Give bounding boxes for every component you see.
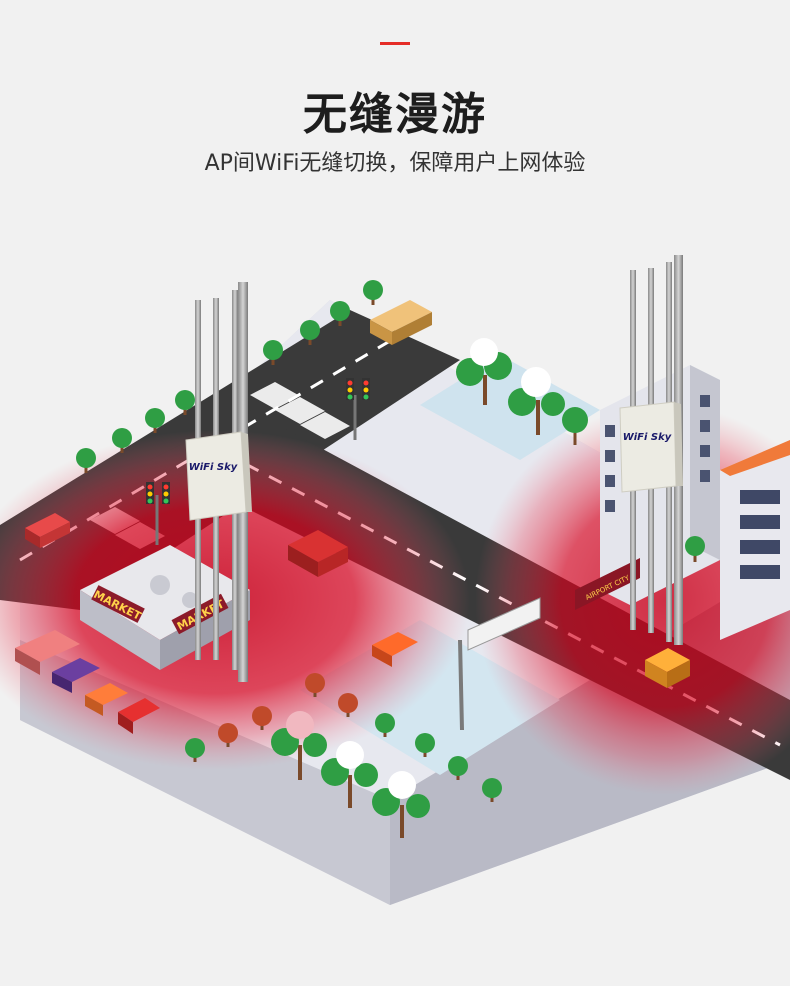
trees — [76, 280, 705, 838]
vehicles — [15, 300, 690, 734]
access-point-left: WiFi Sky — [185, 282, 252, 682]
traffic-light — [146, 482, 170, 545]
traffic-light — [346, 378, 370, 440]
city-roaming-illustration: MARKET MARKET AIRPORT CITY — [0, 255, 790, 905]
truck — [370, 300, 432, 345]
car-purple — [52, 658, 100, 693]
ap-right-brand-label: WiFi Sky — [623, 432, 672, 443]
car-red — [25, 513, 70, 548]
market-building: MARKET MARKET — [80, 545, 250, 670]
van-orange — [645, 648, 690, 688]
car-orange-2 — [85, 683, 128, 716]
title-accent-bar — [380, 42, 410, 45]
pickup-red — [288, 530, 348, 577]
car-red-2 — [118, 698, 160, 734]
car-orange — [372, 632, 418, 667]
access-point-right: WiFi Sky — [619, 255, 683, 645]
ap-left-brand-label: WiFi Sky — [189, 462, 238, 473]
page-title: 无缝漫游 — [303, 89, 487, 140]
page-subtitle: AP间WiFi无缝切换，保障用户上网体验 — [204, 151, 586, 176]
truck-left — [15, 630, 80, 675]
